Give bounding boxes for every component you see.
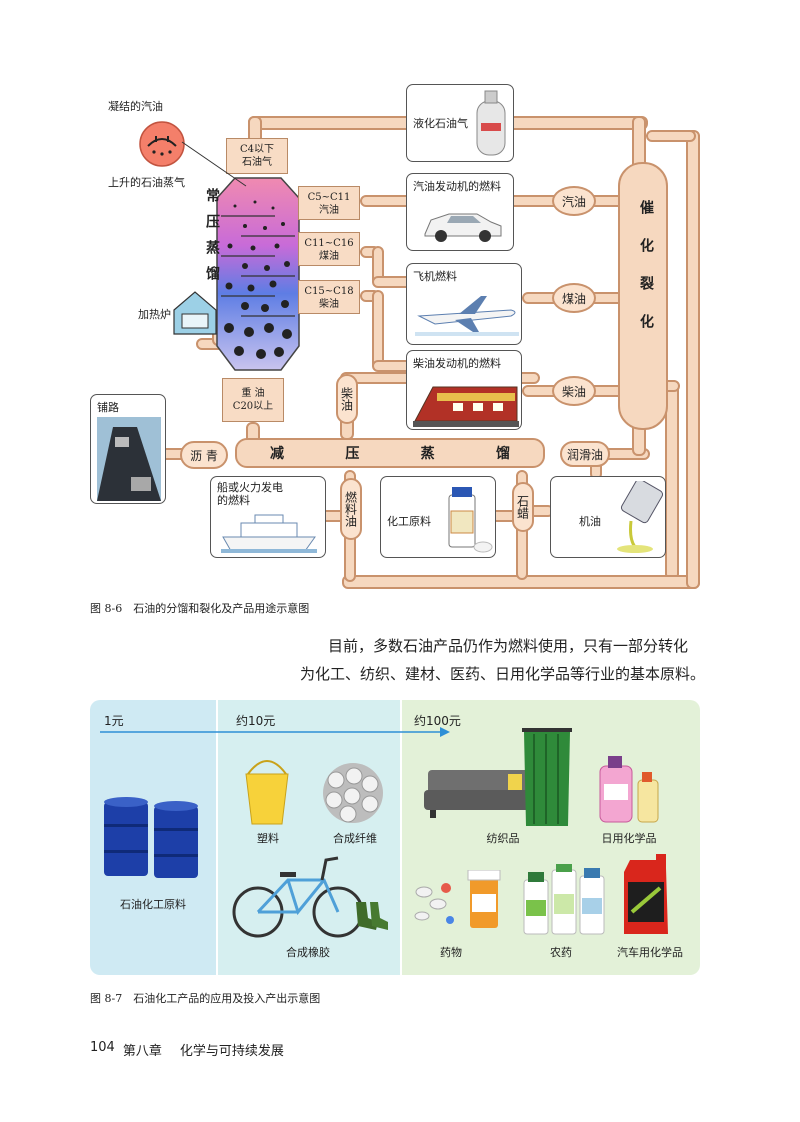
value-arrow (100, 727, 450, 737)
label-medicine: 药物 (440, 946, 462, 959)
furnace-icon (170, 290, 220, 336)
fraction-c4: C4以下 石油气 (226, 138, 288, 174)
box-engine-oil: 机油 (550, 476, 666, 558)
node-gasoline: 汽油 (552, 186, 596, 216)
cracking-label: 催化裂化 (638, 200, 654, 352)
fraction-heavy: 重 油 C20以上 (222, 378, 284, 422)
node-paraffin: 石蜡 (512, 482, 534, 532)
box-aviation-fuel: 飞机燃料 (406, 263, 522, 345)
node-fuel-oil: 燃料油 (340, 478, 362, 540)
daily-chem-image (599, 756, 659, 823)
panel-mid (218, 700, 400, 975)
distillation-column (215, 176, 301, 372)
pointer-line (181, 141, 247, 187)
body-paragraph: 目前，多数石油产品仍作为燃料使用，只有一部分转化 为化工、纺织、建材、医药、日用… (90, 632, 710, 688)
page-footer: 104 第八章 化学与可持续发展 (90, 1040, 284, 1059)
fiber-image (323, 763, 383, 823)
bucket-image (245, 760, 289, 825)
box-lpg: 液化石油气 (406, 84, 514, 162)
medicine-image (414, 870, 501, 928)
pesticide-image (523, 864, 605, 935)
box-chem-raw: 化工原料 (380, 476, 496, 558)
pipe-right-edge (686, 130, 700, 589)
pipe-diesel-b (372, 290, 384, 370)
page-number: 104 (90, 1040, 115, 1055)
bicycle-image (232, 856, 388, 938)
node-asphalt: 沥 青 (180, 441, 228, 469)
fraction-kerosene: C11~C16 煤油 (298, 232, 360, 266)
paragraph-line-2: 为化工、纺织、建材、医药、日用化学品等行业的基本原料。 (300, 665, 706, 683)
box-road: 铺路 (90, 394, 166, 504)
fraction-gasoline: C5~C11 汽油 (298, 186, 360, 220)
node-kerosene: 煤油 (552, 283, 596, 313)
label-raw: 石油化工原料 (120, 898, 186, 911)
node-diesel: 柴油 (552, 376, 596, 406)
label-pesticide: 农药 (550, 946, 572, 959)
label-fiber: 合成纤维 (333, 832, 377, 845)
box-gasoline-fuel: 汽油发动机的燃料 (406, 173, 514, 251)
rising-vapor-label: 上升的石油蒸气 (108, 176, 185, 189)
pipe-right-edge-top (646, 130, 696, 142)
label-rubber: 合成橡胶 (286, 946, 330, 959)
vapor-circle (138, 120, 186, 168)
chapter-title: 化学与可持续发展 (179, 1044, 284, 1059)
auto-chem-image (624, 854, 668, 934)
label-auto: 汽车用化学品 (617, 946, 683, 959)
label-plastic: 塑料 (257, 832, 279, 845)
figure-8-6: 催化裂化 减 压 蒸 馏 (90, 84, 700, 615)
atm-column-label: 常压蒸馏 (204, 188, 220, 292)
paragraph-line-1: 目前，多数石油产品仍作为燃料使用，只有一部分转化 (328, 637, 689, 655)
node-lube: 润滑油 (560, 441, 610, 467)
value-10: 约10元 (236, 714, 276, 728)
value-100: 约100元 (414, 714, 461, 728)
condensed-oil-label: 凝结的汽油 (108, 100, 163, 113)
label-daily: 日用化学品 (601, 832, 657, 845)
chapter-label: 第八章 (122, 1044, 162, 1059)
barrels-image (104, 797, 198, 878)
curtain-image (522, 728, 572, 826)
box-ship-fuel: 船或火力发电的燃料 (210, 476, 326, 558)
vacuum-label: 减 压 蒸 馏 (270, 446, 510, 462)
box-diesel-fuel: 柴油发动机的燃料 (406, 350, 522, 430)
furnace-label: 加热炉 (138, 308, 171, 321)
figure-8-7: 1元 约10元 约100元 石油化工原料 塑料 合成纤维 合成橡胶 纺织品 日用… (90, 700, 700, 975)
sofa-image (424, 770, 538, 818)
label-textile: 纺织品 (486, 832, 520, 845)
node-diesel-v: 柴油 (336, 374, 358, 424)
fraction-diesel: C15~C18 柴油 (298, 280, 360, 314)
vacuum-bar (235, 438, 545, 468)
value-1: 1元 (104, 714, 124, 728)
figure-8-6-caption: 图 8-6 石油的分馏和裂化及产品用途示意图 (90, 602, 310, 615)
cracking-tower (618, 162, 668, 430)
figure-8-7-caption: 图 8-7 石油化工产品的应用及投入产出示意图 (90, 992, 321, 1005)
